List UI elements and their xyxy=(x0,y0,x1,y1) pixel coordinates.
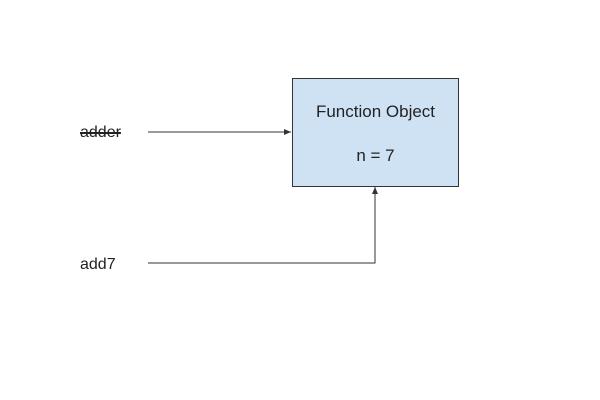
function-object-title: Function Object xyxy=(315,102,436,121)
function-object-property: n = 7 xyxy=(356,146,395,165)
variable-label-adder: adder xyxy=(80,124,121,141)
function-object-box: Function Object n = 7 xyxy=(292,78,459,187)
arrow-add7-to-function xyxy=(148,187,378,264)
variable-label-add7: add7 xyxy=(80,256,116,273)
